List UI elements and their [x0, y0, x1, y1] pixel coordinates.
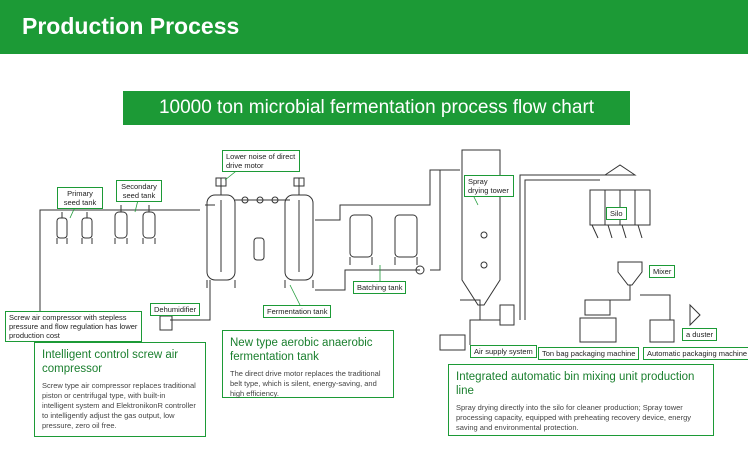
label-duster: a duster [682, 328, 718, 341]
page-title: Production Process [22, 13, 240, 39]
packaging-machines-icon [579, 299, 701, 343]
panel-integrated-line: Integrated automatic bin mixing unit pro… [448, 364, 714, 436]
chart-title: 10000 ton microbial fermentation process… [123, 91, 630, 125]
mixer-icon [617, 261, 643, 286]
panel-fermentation-body: The direct drive motor replaces the trad… [230, 369, 381, 398]
panel-fermentation: New type aerobic anaerobic fermentation … [222, 330, 394, 398]
label-motor: Lower noise of direct drive motor [222, 150, 300, 172]
secondary-seed-tanks-icon [114, 205, 156, 244]
spray-drying-tower-icon [461, 149, 515, 326]
label-ton-bag-packaging: Ton bag packaging machine [538, 347, 640, 360]
label-dehumidifier: Dehumidifier [150, 303, 201, 316]
label-fermentation-tank: Fermentation tank [263, 305, 332, 318]
primary-seed-tanks-icon [56, 212, 93, 244]
label-batching-tank: Batching tank [353, 281, 407, 294]
label-silo: Silo [606, 207, 627, 220]
panel-compressor-title: Intelligent control screw air compressor [42, 349, 179, 375]
panel-compressor-body: Screw type air compressor replaces tradi… [42, 381, 196, 430]
label-secondary-seed-tank: Secondary seed tank [116, 180, 162, 202]
label-compressor: Screw air compressor with stepless press… [5, 311, 142, 342]
silo-icon [589, 164, 651, 239]
batching-tank-icon [349, 214, 425, 275]
panel-integrated-body: Spray drying directly into the silo for … [456, 403, 691, 432]
panel-integrated-title: Integrated automatic bin mixing unit pro… [456, 371, 695, 397]
label-automatic-packaging: Automatic packaging machine [643, 347, 748, 360]
fermentation-tank-icon [206, 177, 314, 288]
panel-fermentation-title: New type aerobic anaerobic fermentation … [230, 337, 373, 363]
compressor-icon [159, 315, 466, 351]
label-mixer: Mixer [649, 265, 676, 278]
label-primary-seed-tank: Primary seed tank [57, 187, 103, 209]
header-bar: Production Process [0, 0, 748, 54]
label-air-supply: Air supply system [470, 345, 537, 358]
panel-compressor: Intelligent control screw air compressor… [34, 342, 206, 437]
label-spray-tower: Spray drying tower [464, 175, 514, 197]
